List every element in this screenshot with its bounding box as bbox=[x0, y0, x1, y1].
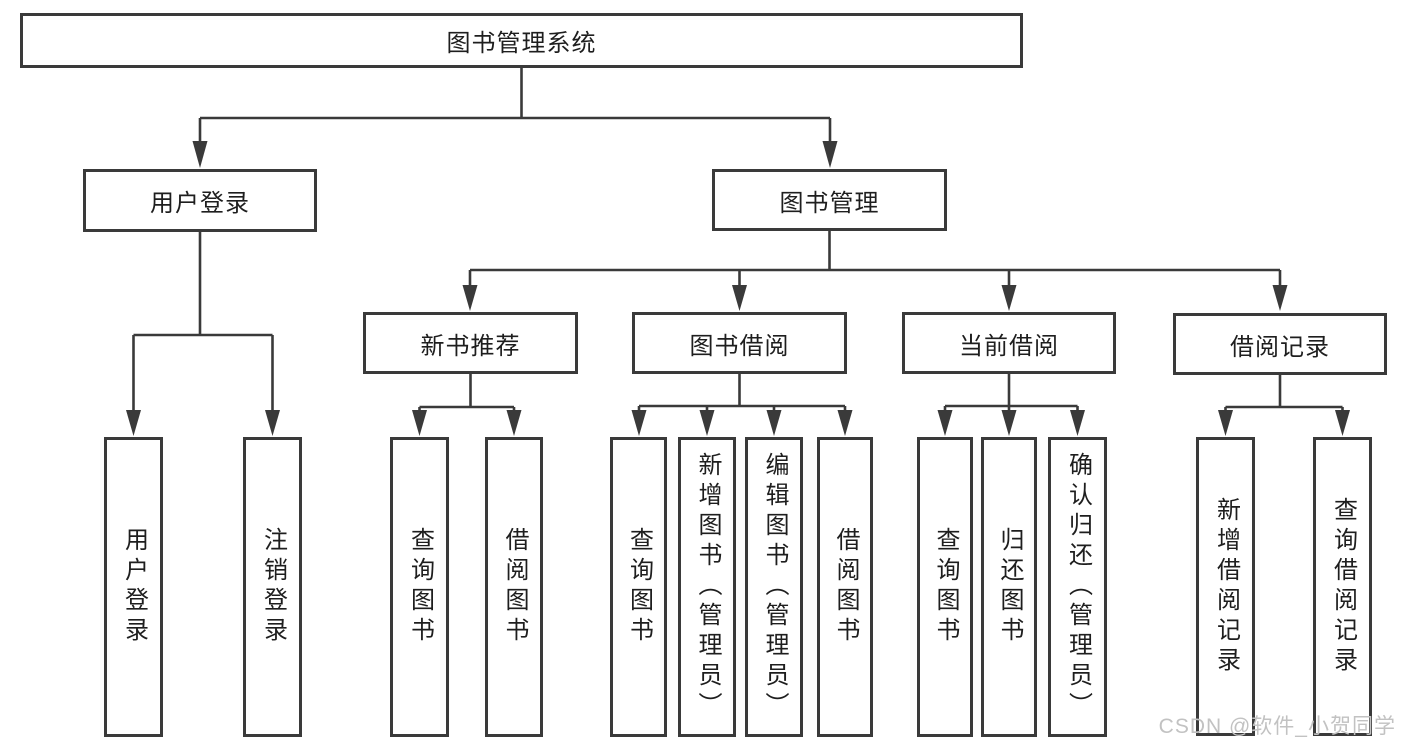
node-root: 图书管理系统 bbox=[20, 13, 1023, 68]
connector-borrow-records-children bbox=[1224, 375, 1344, 413]
node-current-borrow: 当前借阅 bbox=[902, 312, 1116, 374]
leaf-add-borrow-record: 新增借阅记录 bbox=[1196, 437, 1255, 736]
leaf-borrow-search-books-label: 查询图书 bbox=[625, 527, 653, 647]
leaf-recommend-search-books-label: 查询图书 bbox=[406, 527, 434, 647]
node-root-label: 图书管理系统 bbox=[446, 30, 597, 57]
leaf-search-borrow-record-label: 查询借阅记录 bbox=[1329, 496, 1357, 677]
leaf-confirm-return-admin-label: 确认归还（管理员） bbox=[1064, 452, 1092, 722]
leaf-user-login-label: 用户登录 bbox=[120, 527, 148, 647]
leaf-search-borrow-record: 查询借阅记录 bbox=[1313, 437, 1372, 736]
leaf-return-books: 归还图书 bbox=[981, 437, 1037, 737]
leaf-current-search-books-label: 查询图书 bbox=[932, 527, 959, 647]
node-book-borrow: 图书借阅 bbox=[632, 312, 847, 374]
leaf-borrow-books: 借阅图书 bbox=[817, 437, 873, 737]
node-user-login-label: 用户登录 bbox=[150, 190, 250, 217]
leaf-recommend-borrow-books-label: 借阅图书 bbox=[501, 527, 528, 647]
node-new-book-recommend: 新书推荐 bbox=[363, 312, 578, 374]
leaf-return-books-label: 归还图书 bbox=[996, 527, 1023, 647]
csdn-watermark: CSDN @软件_小贺同学 bbox=[1158, 715, 1396, 738]
node-current-borrow-label: 当前借阅 bbox=[959, 332, 1059, 360]
leaf-recommend-search-books: 查询图书 bbox=[390, 437, 449, 737]
node-book-management: 图书管理 bbox=[712, 169, 947, 231]
node-book-borrow-label: 图书借阅 bbox=[689, 332, 790, 360]
leaf-add-borrow-record-label: 新增借阅记录 bbox=[1212, 496, 1240, 677]
leaf-edit-books-admin-label: 编辑图书（管理员） bbox=[761, 452, 788, 722]
leaf-add-books-admin-label: 新增图书（管理员） bbox=[694, 452, 721, 722]
leaf-logout: 注销登录 bbox=[243, 437, 302, 737]
leaf-borrow-search-books: 查询图书 bbox=[610, 437, 667, 737]
leaf-add-books-admin: 新增图书（管理员） bbox=[678, 437, 736, 737]
node-borrow-records-label: 借阅记录 bbox=[1230, 333, 1330, 361]
leaf-recommend-borrow-books: 借阅图书 bbox=[485, 437, 543, 737]
node-borrow-records: 借阅记录 bbox=[1173, 313, 1387, 375]
connector-root-to-level2 bbox=[198, 67, 832, 144]
connector-user-login-children bbox=[132, 232, 274, 412]
leaf-current-search-books: 查询图书 bbox=[917, 437, 973, 737]
node-user-login: 用户登录 bbox=[83, 169, 317, 232]
node-new-book-recommend-label: 新书推荐 bbox=[420, 332, 521, 360]
leaf-borrow-books-label: 借阅图书 bbox=[832, 527, 859, 647]
leaf-logout-label: 注销登录 bbox=[259, 527, 287, 647]
leaf-edit-books-admin: 编辑图书（管理员） bbox=[745, 437, 803, 737]
arrowheads bbox=[126, 141, 1350, 436]
connector-book-management-children bbox=[468, 231, 1282, 287]
leaf-user-login: 用户登录 bbox=[104, 437, 163, 737]
connector-new-book-children bbox=[418, 374, 516, 413]
connector-current-borrow-children bbox=[943, 374, 1079, 413]
node-book-management-label: 图书管理 bbox=[779, 189, 880, 217]
connector-book-borrow-children bbox=[637, 374, 847, 413]
leaf-confirm-return-admin: 确认归还（管理员） bbox=[1048, 437, 1107, 737]
